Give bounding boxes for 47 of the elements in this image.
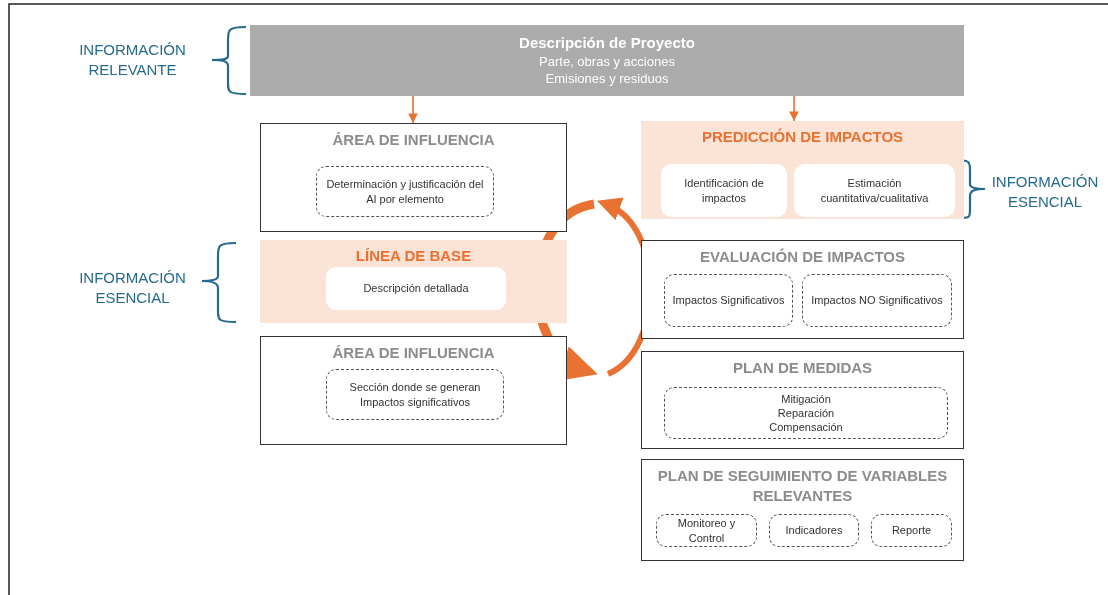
section-box bbox=[641, 351, 964, 449]
node-text: Determinación y justificación del AI por elemento bbox=[325, 177, 485, 206]
dashed-card bbox=[871, 514, 952, 547]
arrow bbox=[789, 95, 799, 122]
node-text: Reparación bbox=[777, 405, 835, 421]
section-box bbox=[260, 336, 567, 445]
section-title: PLAN DE MEDIDAS bbox=[732, 358, 873, 378]
side-label: INFORMACIÓN ESENCIAL bbox=[78, 268, 187, 309]
side-label: INFORMACIÓN RELEVANTE bbox=[78, 40, 187, 81]
dashed-card bbox=[316, 166, 494, 217]
highlight-panel bbox=[641, 121, 964, 219]
node-text: Estimación cuantitativa/cualitativa bbox=[819, 176, 930, 205]
arrow bbox=[408, 95, 418, 124]
section-title: Descripción de Proyecto bbox=[519, 32, 695, 53]
node-text: Reporte bbox=[891, 523, 932, 538]
section-box bbox=[260, 123, 567, 232]
dashed-card bbox=[326, 369, 504, 420]
section-title: EVALUACIÓN DE IMPACTOS bbox=[700, 247, 905, 267]
section-title: PLAN DE SEGUIMIENTO DE VARIABLES RELEVANTES bbox=[656, 466, 949, 505]
side-label: INFORMACIÓN ESENCIAL bbox=[990, 172, 1100, 213]
section-title: PREDICCIÓN DE IMPACTOS bbox=[701, 127, 904, 147]
node-text: Parte, obras y acciones bbox=[539, 54, 675, 72]
content-card bbox=[326, 267, 506, 310]
node-text: Indicadores bbox=[785, 523, 843, 538]
node-text: Impactos Significativos bbox=[672, 293, 785, 308]
node-text: Descripción detallada bbox=[363, 281, 469, 296]
dashed-card bbox=[656, 514, 757, 547]
section-box bbox=[641, 240, 964, 339]
content-card bbox=[794, 164, 955, 217]
section-box bbox=[641, 459, 964, 561]
section-title: ÁREA DE INFLUENCIA bbox=[332, 130, 495, 150]
section-title: ÁREA DE INFLUENCIA bbox=[332, 343, 495, 363]
project-description-box bbox=[250, 25, 964, 96]
section-title: LÍNEA DE BASE bbox=[355, 246, 472, 266]
node-text: Emisiones y residuos bbox=[545, 71, 669, 89]
dashed-card bbox=[664, 387, 948, 439]
content-card bbox=[661, 164, 787, 217]
highlight-panel bbox=[260, 240, 567, 323]
dashed-card bbox=[802, 274, 952, 327]
node-text: Monitoreo y Control bbox=[676, 516, 737, 545]
dashed-card bbox=[769, 514, 859, 547]
node-text: Impactos NO Significativos bbox=[811, 293, 943, 308]
node-text: Identificación de impactos bbox=[683, 176, 765, 205]
dashed-card bbox=[664, 274, 793, 327]
node-text: Sección donde se generan Impactos significativos bbox=[348, 380, 482, 409]
node-text: Compensación bbox=[769, 420, 843, 435]
node-text: Mitigación bbox=[781, 391, 831, 406]
